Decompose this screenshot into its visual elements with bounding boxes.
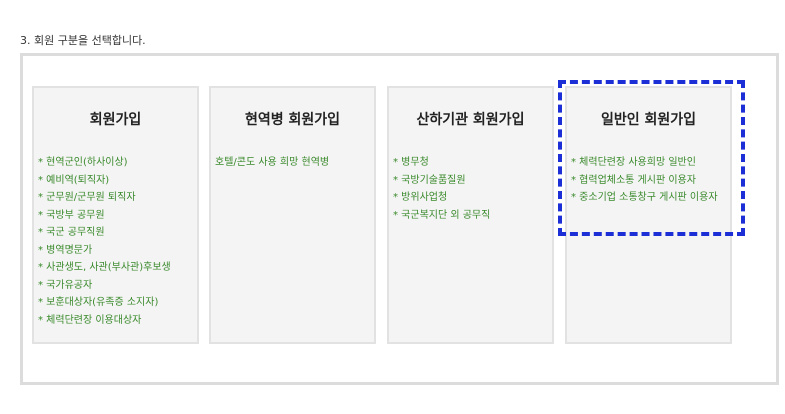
list-item: * 국방부 공무원 [38,209,105,221]
member-signup-card[interactable]: 회원가입 * 현역군인(하사이상) * 예비역(퇴직자) * 군무원/군무원 퇴… [32,86,199,344]
list-item: * 국방기술품질원 [393,174,466,186]
eligibility-list: * 병무청 * 국방기술품질원 * 방위사업청 * 국군복지단 외 공무직 [389,154,552,224]
list-item: * 국군 공무직원 [38,227,105,238]
list-item: * 사관생도, 사관(부사관)후보생 [38,262,171,273]
eligibility-list: * 체력단련장 사용희망 일반인 * 협력업체소통 게시판 이용자 * 중소기업… [567,154,730,207]
card-title: 일반인 회원가입 [600,112,697,128]
card-title: 회원가입 [89,112,142,128]
active-soldier-signup-card[interactable]: 현역병 회원가입 호텔/콘도 사용 희망 현역병 [209,86,376,344]
card-title: 현역병 회원가입 [244,112,341,128]
list-item: 호텔/콘도 사용 희망 현역병 [215,157,330,168]
eligibility-list: * 현역군인(하사이상) * 예비역(퇴직자) * 군무원/군무원 퇴직자 * … [34,154,197,329]
list-item: * 군무원/군무원 퇴직자 [38,192,136,203]
list-item: * 보훈대상자(유족증 소지자) [38,297,159,308]
list-item: * 협력업체소통 게시판 이용자 [571,174,696,186]
eligibility-list: 호텔/콘도 사용 희망 현역병 [211,154,374,172]
general-public-signup-card[interactable]: 일반인 회원가입 * 체력단련장 사용희망 일반인 * 협력업체소통 게시판 이… [565,86,732,344]
list-item: * 체력단련장 이용대상자 [38,314,142,326]
list-item: * 국군복지단 외 공무직 [393,209,491,221]
list-item: * 체력단련장 사용희망 일반인 [571,157,696,168]
affiliated-agency-signup-card[interactable]: 산하기관 회원가입 * 병무청 * 국방기술품질원 * 방위사업청 * 국군복지… [387,86,554,344]
list-item: * 병역명문가 [38,244,93,256]
list-item: * 방위사업청 [393,192,448,203]
list-item: * 현역군인(하사이상) [38,157,128,168]
step-instruction: 3. 회원 구분을 선택합니다. [20,34,146,47]
list-item: * 국가유공자 [38,279,93,291]
list-item: * 중소기업 소통창구 게시판 이용자 [571,192,718,203]
list-item: * 병무청 [393,157,429,168]
card-title: 산하기관 회원가입 [416,112,525,128]
list-item: * 예비역(퇴직자) [38,174,110,186]
